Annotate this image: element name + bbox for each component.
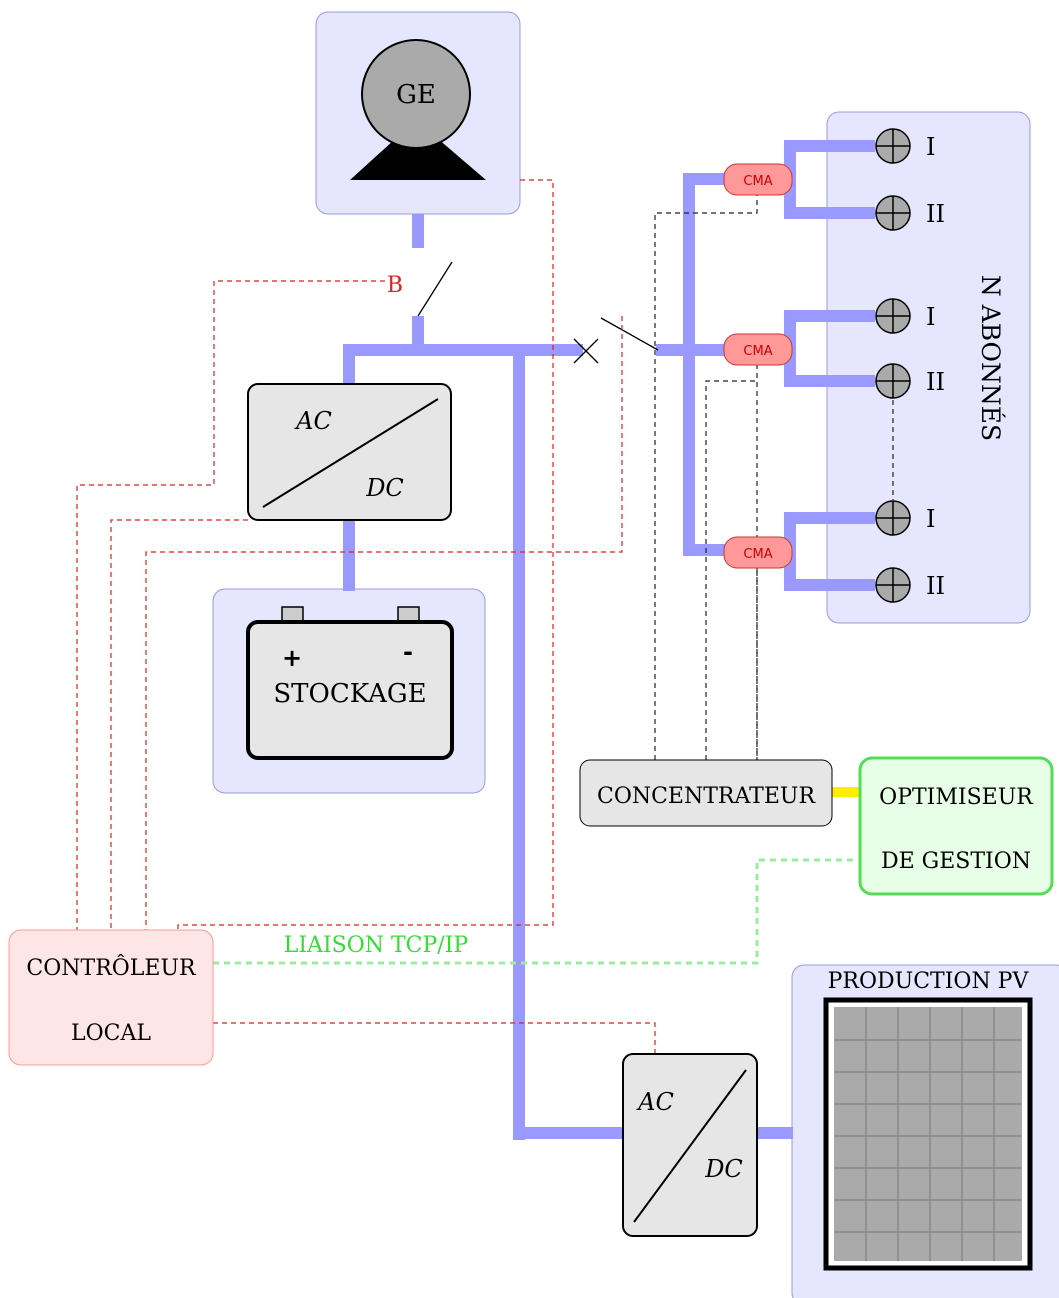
battery-icon [246,620,454,760]
load-6-icon [875,567,911,603]
meter-3: CMA [723,536,793,569]
pv-panel-grid [834,1007,1022,1261]
battery-terminal-minus [397,606,420,623]
controller-box [8,929,214,1066]
pv-panel-cells [834,1007,1022,1261]
load-3-icon [875,298,911,334]
tcp-link [213,858,858,965]
battery-terminal-plus [281,606,304,623]
breaker-label: B [387,273,403,298]
meter-2: CMA [723,333,793,366]
tcp-label: LIAISON TCP/IP [284,933,469,958]
converter-pv-dc: DC [704,1155,743,1183]
phase-label-2: II [926,200,945,228]
controller-line2: LOCAL [71,1021,151,1046]
optimizer-line1: OPTIMISEUR [879,785,1034,810]
generator-base [350,120,486,180]
phase-label-6: II [926,572,945,600]
power-bus [343,140,875,1140]
main-breaker [573,317,659,364]
load-5-icon [875,500,911,536]
meter-1-label: CMA [743,174,772,189]
meter-1: CMA [723,163,793,196]
converter-top-ac: AC [294,407,332,435]
optimizer-line2: DE GESTION [881,849,1031,874]
subscribers-box [826,111,1031,624]
meter-2-label: CMA [743,344,772,359]
converter-pv-ac: AC [636,1088,674,1116]
load-icons [875,128,911,603]
load-2-icon [875,195,911,231]
load-1-icon [875,128,911,164]
generator-label: GE [396,80,436,110]
load-4-icon [875,363,911,399]
battery-plus-sign: + [282,644,302,672]
controller-line1: CONTRÔLEUR [26,954,197,981]
phase-label-5: I [926,505,935,533]
converter-pv-diagonal [633,1069,747,1223]
phase-label-3: I [926,303,935,331]
control-links [76,179,656,1053]
subscribers-title: N ABONNÉS [976,275,1005,441]
concentrator-label: CONCENTRATEUR [597,784,816,809]
phase-label-4: II [926,368,945,396]
meter-3-label: CMA [743,547,772,562]
battery-minus-sign: - [403,638,413,666]
converter-top-dc: DC [365,474,404,502]
optimizer-box [858,756,1054,896]
concentrator-box [579,759,833,827]
converter-top [247,383,452,521]
pv-label: PRODUCTION PV [828,969,1030,994]
generator-icon [361,39,471,149]
phase-label-1: I [926,133,935,161]
storage-label: STOCKAGE [273,679,426,709]
converter-top-diagonal [262,398,439,508]
generator-switch [417,261,453,317]
